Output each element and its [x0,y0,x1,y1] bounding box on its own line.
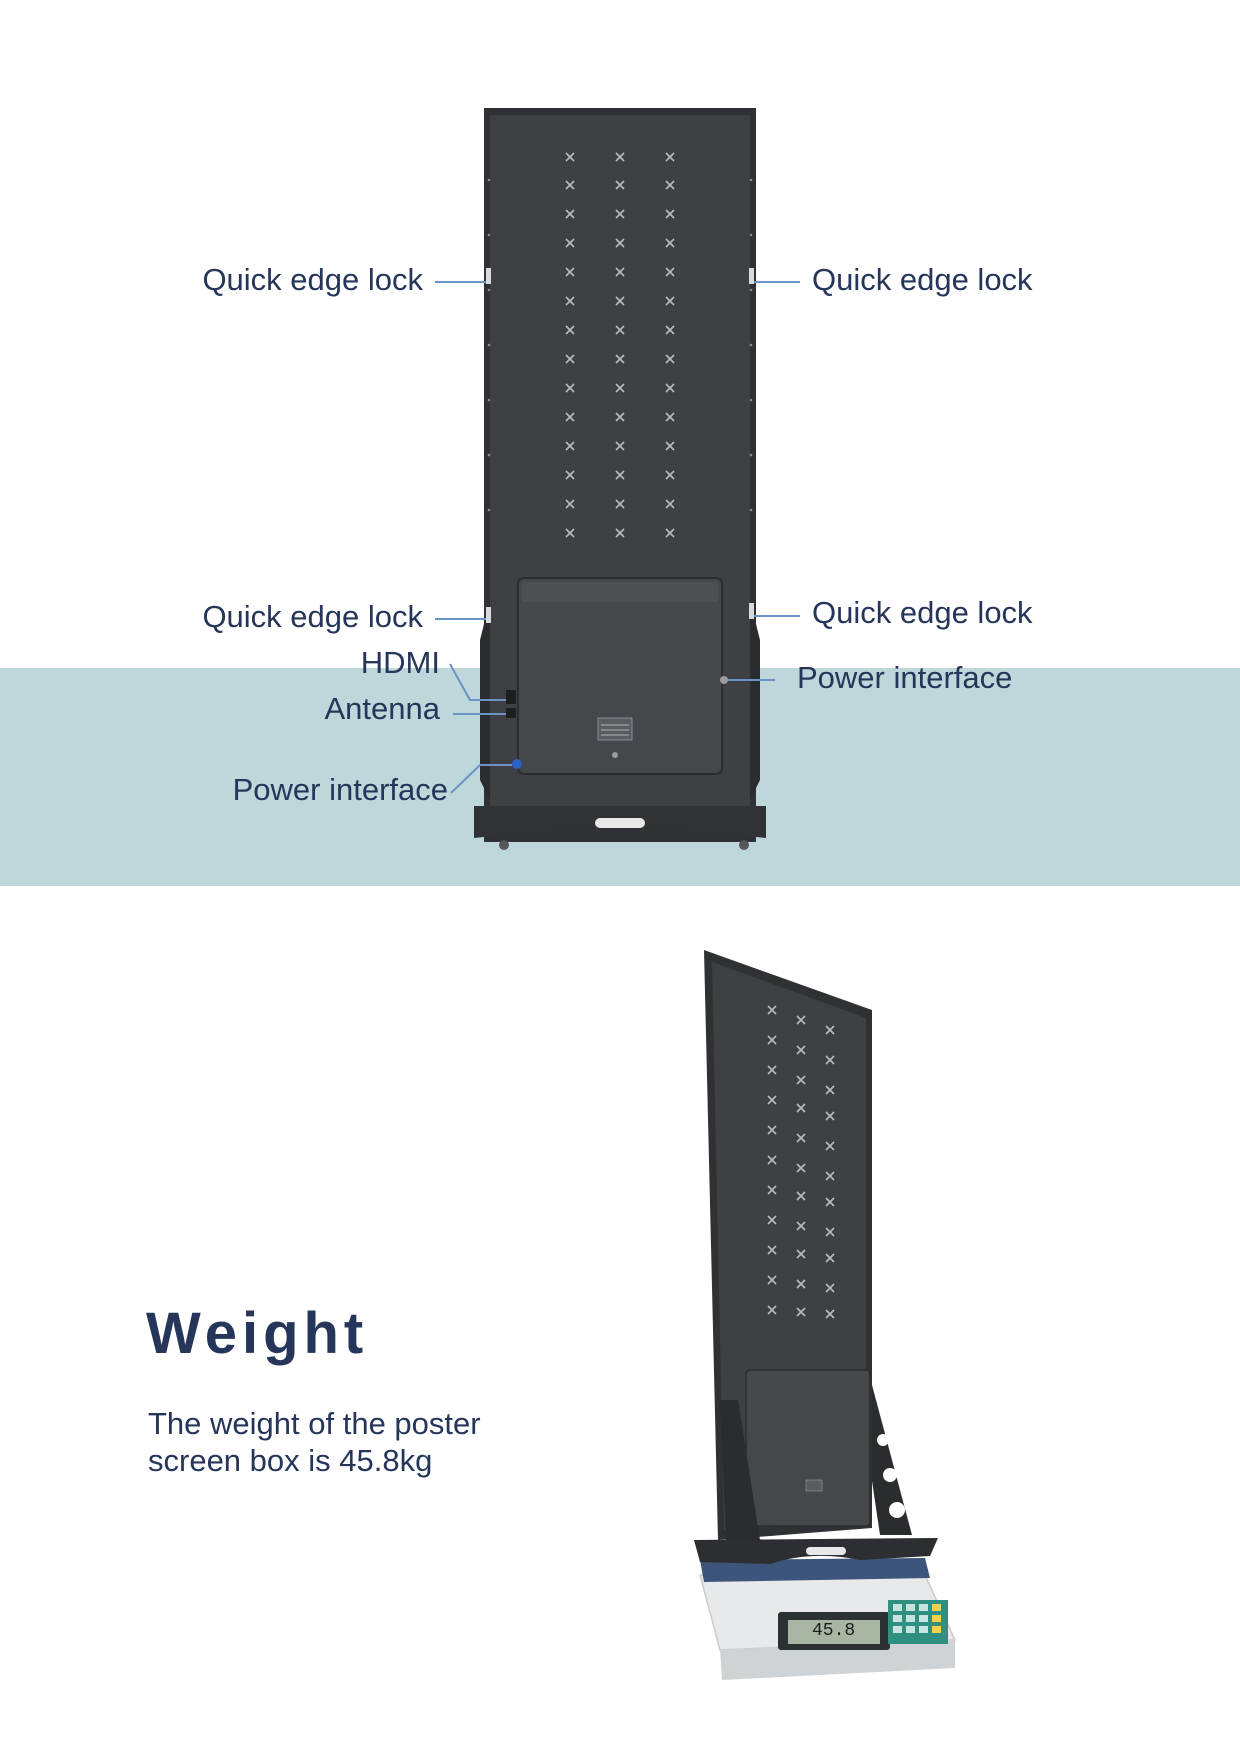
hdmi-label: HDMI [360,645,440,680]
poster-screen-on-scale [694,950,957,1680]
weight-heading: Weight [146,1301,369,1366]
power-interface-label-right: Power interface [797,660,1013,695]
quick-edge-lock-label-left-bottom: Quick edge lock [202,599,423,634]
antenna-label: Antenna [324,691,441,726]
quick-edge-lock-label-right-bottom: Quick edge lock [812,595,1033,630]
power-interface-label-left: Power interface [232,772,448,807]
poster-screen-back-view [474,108,766,850]
scale-reading: 45.8 [812,1621,856,1641]
weight-description: The weight of the poster screen box is 4… [148,1405,568,1479]
quick-edge-lock-label-right-top: Quick edge lock [812,262,1033,297]
quick-edge-lock-label-left-top: Quick edge lock [202,262,423,297]
callout-lines [435,281,800,794]
weight-description-line-2: screen box is 45.8kg [148,1443,433,1478]
scale-keypad [888,1600,948,1644]
weight-description-line-1: The weight of the poster [148,1406,481,1441]
